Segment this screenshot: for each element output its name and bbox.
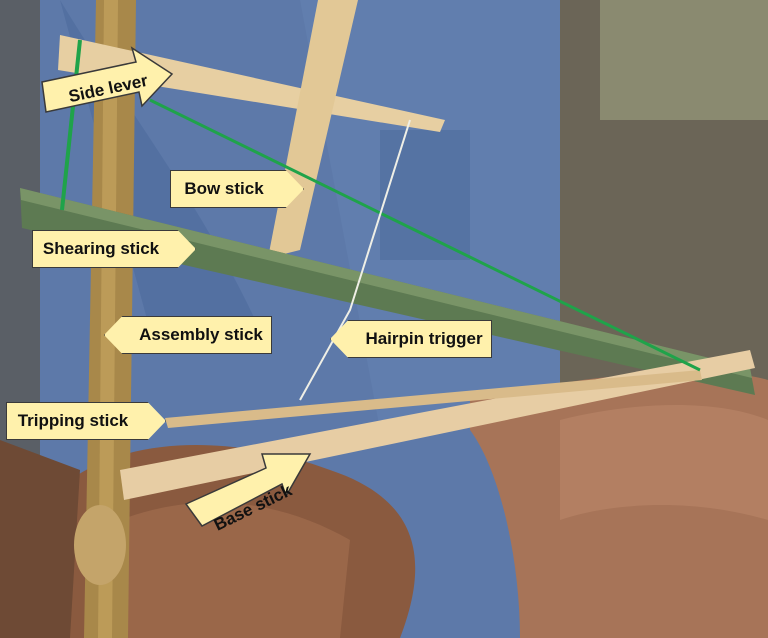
callout-shearing-stick: Shearing stick (32, 230, 196, 268)
callout-tripping-stick: Tripping stick (6, 402, 166, 440)
callout-assembly-stick: Assembly stick (104, 316, 272, 354)
label-tripping-stick: Tripping stick (17, 411, 129, 430)
callout-side-lever: Side lever (38, 40, 176, 114)
label-bow-stick: Bow stick (184, 179, 264, 198)
callout-base-stick: Base stick (182, 440, 314, 535)
callout-bow-stick: Bow stick (170, 170, 304, 208)
callout-hairpin-trigger: Hairpin trigger (330, 320, 492, 358)
label-shearing-stick: Shearing stick (42, 239, 160, 258)
label-assembly-stick: Assembly stick (139, 325, 263, 344)
label-hairpin-trigger: Hairpin trigger (365, 329, 483, 348)
